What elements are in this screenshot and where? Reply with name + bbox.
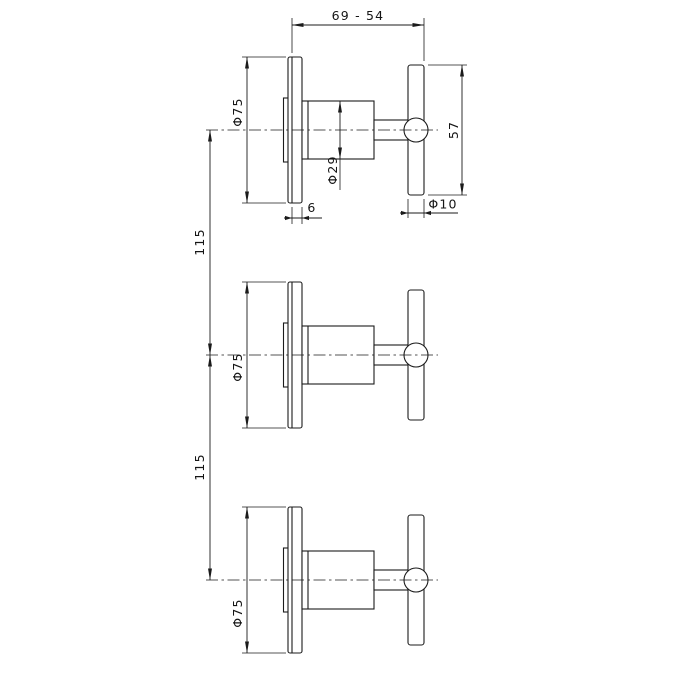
dim-label-body-diameter: Φ29 bbox=[325, 155, 340, 184]
dim-label-flange-diameter: Φ75 bbox=[230, 97, 245, 126]
dim-label-flange-thickness: 6 bbox=[307, 200, 316, 215]
dimension-overall-depth: 69 - 54 bbox=[291, 8, 425, 61]
dimension-flange-thickness: 6 bbox=[284, 200, 322, 224]
dimension-flange-diameter-2: Φ75 bbox=[230, 281, 286, 429]
arrow-icon bbox=[285, 215, 292, 221]
dim-label-flange-diameter: Φ75 bbox=[230, 352, 245, 381]
dim-label-overall-depth: 69 - 54 bbox=[332, 8, 385, 23]
dimension-spacing-1-2: 115 bbox=[192, 129, 212, 356]
dimension-spacing-2-3: 115 bbox=[192, 354, 212, 581]
valve-assembly-1 bbox=[205, 56, 439, 204]
dim-label-handle-bar-diameter: Φ10 bbox=[428, 197, 457, 212]
dimension-body-diameter: Φ29 bbox=[325, 100, 342, 190]
dimension-flange-diameter-1: Φ75 bbox=[230, 56, 286, 204]
arrow-icon bbox=[401, 210, 408, 216]
dim-label-spacing-2: 115 bbox=[192, 453, 207, 480]
dimension-flange-diameter-3: Φ75 bbox=[230, 506, 286, 654]
arrow-icon bbox=[424, 210, 431, 216]
valve-assembly-3 bbox=[205, 506, 439, 654]
arrow-icon bbox=[302, 215, 309, 221]
dim-label-flange-diameter: Φ75 bbox=[230, 598, 245, 627]
dim-label-spacing-1: 115 bbox=[192, 228, 207, 255]
dim-label-handle-height: 57 bbox=[446, 121, 461, 139]
dimension-handle-bar-diameter: Φ10 bbox=[400, 197, 458, 218]
dimension-handle-height: 57 bbox=[428, 64, 467, 196]
